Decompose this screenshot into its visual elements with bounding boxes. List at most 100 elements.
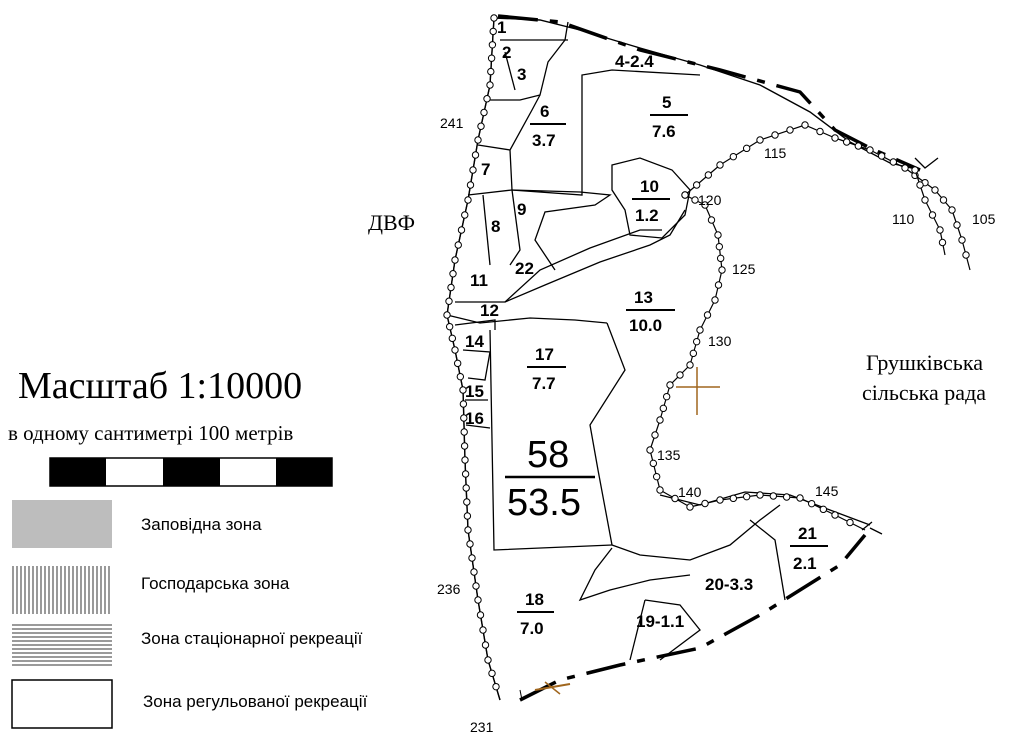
survey-point-marker bbox=[786, 126, 794, 134]
legend-swatch-stationary bbox=[12, 624, 112, 668]
survey-point-marker bbox=[671, 494, 679, 503]
survey-point-marker bbox=[460, 414, 468, 422]
survey-point-marker bbox=[756, 136, 764, 144]
survey-point-marker bbox=[466, 181, 475, 189]
survey-point-marker bbox=[877, 152, 886, 160]
survey-line-segment bbox=[759, 124, 806, 141]
survey-point-marker bbox=[831, 134, 839, 142]
legend-swatch-economic bbox=[12, 566, 112, 614]
survey-line-segment bbox=[659, 384, 671, 421]
survey-line-segment bbox=[719, 494, 761, 501]
survey-point-marker bbox=[958, 236, 966, 244]
survey-point-marker bbox=[691, 196, 699, 204]
plot-7-label: 7 bbox=[481, 160, 490, 179]
point-145-label: 145 bbox=[815, 483, 839, 499]
survey-point-marker bbox=[729, 152, 738, 161]
survey-point-marker bbox=[443, 311, 451, 319]
survey-point-marker bbox=[701, 201, 709, 209]
point-120-label: 120 bbox=[698, 192, 722, 208]
survey-point-marker bbox=[936, 226, 944, 234]
plot-1-label: 1 bbox=[497, 18, 506, 37]
survey-point-marker bbox=[816, 127, 824, 136]
survey-point-marker bbox=[470, 568, 478, 576]
plot-5-area: 7.6 bbox=[652, 122, 676, 141]
survey-line-segment bbox=[689, 329, 701, 366]
plot-22-label: 22 bbox=[515, 259, 534, 278]
survey-point-marker bbox=[456, 372, 465, 381]
survey-line-segment bbox=[649, 449, 661, 491]
survey-point-marker bbox=[729, 494, 738, 503]
survey-point-marker bbox=[489, 27, 497, 36]
survey-line-segment bbox=[446, 314, 456, 351]
legend: Заповідна зона Господарська зона Зона ст… bbox=[11, 500, 368, 729]
plot-21-area: 2.1 bbox=[793, 554, 817, 573]
survey-point-marker bbox=[487, 54, 496, 62]
plot-17-number: 17 bbox=[535, 345, 554, 364]
survey-point-marker bbox=[716, 496, 724, 504]
plot-15-label: 15 bbox=[465, 382, 484, 401]
survey-point-marker bbox=[796, 494, 804, 502]
survey-point-marker bbox=[480, 108, 488, 117]
plot-13-area: 10.0 bbox=[629, 316, 662, 335]
region-hrushkivska-line1: Грушківська bbox=[866, 350, 983, 375]
plot-boundaries bbox=[446, 17, 921, 701]
survey-point-marker bbox=[692, 181, 701, 189]
plot-16-label: 16 bbox=[465, 409, 484, 428]
survey-point-marker bbox=[831, 511, 839, 519]
survey-point-marker bbox=[445, 297, 453, 305]
survey-point-marker bbox=[468, 554, 476, 562]
survey-point-marker bbox=[460, 442, 469, 450]
plot-2-label: 2 bbox=[502, 43, 511, 62]
survey-point-marker bbox=[474, 596, 482, 604]
survey-point-marker bbox=[646, 446, 654, 454]
survey-point-marker bbox=[696, 326, 704, 334]
plot-4-label: 4-2.4 bbox=[615, 52, 654, 71]
plot-6-area: 3.7 bbox=[532, 131, 556, 150]
plot-58-area: 53.5 bbox=[507, 482, 581, 524]
survey-point-marker bbox=[711, 296, 719, 304]
survey-point-marker bbox=[662, 392, 671, 401]
survey-point-marker bbox=[483, 95, 491, 103]
survey-point-marker bbox=[461, 456, 469, 464]
plot-18-area: 7.0 bbox=[520, 619, 544, 638]
survey-line-segment bbox=[719, 139, 761, 166]
scale-bar bbox=[49, 457, 333, 487]
survey-point-marker bbox=[463, 512, 472, 520]
survey-point-marker bbox=[704, 171, 713, 179]
survey-line-segment bbox=[759, 494, 801, 499]
survey-point-marker bbox=[649, 459, 658, 468]
legend-label-economic: Господарська зона bbox=[141, 574, 290, 593]
point-140-label: 140 bbox=[678, 484, 702, 500]
survey-line-segment bbox=[717, 234, 723, 271]
survey-points-line bbox=[443, 14, 971, 701]
survey-line-segment bbox=[487, 659, 501, 701]
survey-line-segment bbox=[454, 349, 464, 391]
plot-labels: 1 2 3 4-2.4 5 7.6 6 3.7 7 8 9 10 1.2 11 … bbox=[465, 18, 828, 638]
survey-point-marker bbox=[782, 493, 791, 501]
survey-point-marker bbox=[471, 151, 480, 159]
scale-title: Масштаб 1:10000 bbox=[18, 365, 302, 407]
point-241-label: 241 bbox=[440, 115, 464, 131]
survey-line-segment bbox=[869, 149, 906, 169]
survey-point-marker bbox=[651, 431, 659, 439]
legend-label-stationary: Зона стаціонарної рекреації bbox=[141, 629, 363, 648]
survey-point-marker bbox=[447, 283, 455, 292]
survey-point-marker bbox=[716, 161, 724, 169]
survey-point-marker bbox=[676, 371, 684, 379]
survey-point-marker bbox=[457, 226, 466, 234]
survey-point-marker bbox=[445, 322, 454, 331]
point-125-label: 125 bbox=[732, 261, 756, 277]
survey-point-marker bbox=[916, 181, 924, 189]
plot-10-area: 1.2 bbox=[635, 206, 659, 225]
survey-point-marker bbox=[921, 196, 929, 204]
survey-point-marker bbox=[479, 626, 487, 634]
survey-point-marker bbox=[714, 231, 722, 239]
survey-point-marker bbox=[453, 359, 462, 368]
survey-point-marker bbox=[931, 186, 939, 194]
survey-point-marker bbox=[703, 311, 712, 319]
plot-21-number: 21 bbox=[798, 524, 817, 543]
survey-point-marker bbox=[938, 238, 947, 247]
point-105-label: 105 bbox=[972, 211, 996, 227]
plot-3-label: 3 bbox=[517, 65, 526, 84]
survey-point-marker bbox=[842, 138, 851, 146]
